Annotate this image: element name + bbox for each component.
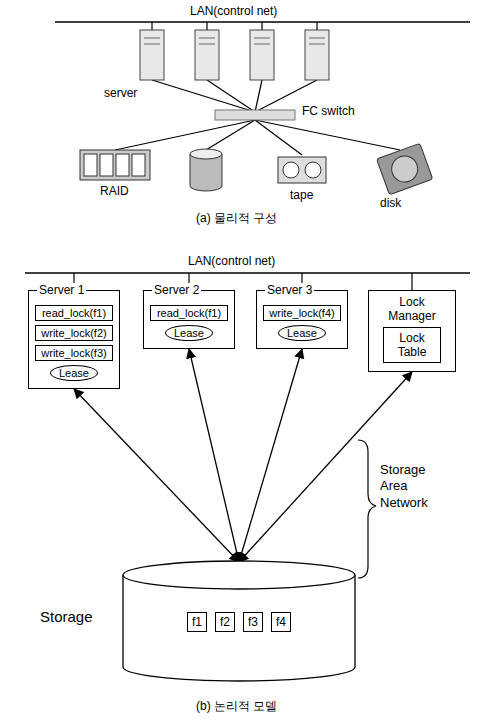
box-title: Server 1 bbox=[37, 283, 86, 297]
san-connector bbox=[74, 389, 239, 562]
server-slot bbox=[309, 44, 325, 45]
lock-box: read_lock(f1) bbox=[35, 305, 113, 321]
cylinder-top bbox=[123, 561, 355, 589]
fc-link bbox=[206, 120, 255, 150]
server-icons bbox=[140, 30, 329, 80]
lan-drop bbox=[261, 22, 262, 30]
server-icon bbox=[250, 30, 274, 80]
drum-top bbox=[190, 149, 222, 159]
fc-link bbox=[255, 120, 400, 150]
raid-body bbox=[80, 150, 150, 180]
raid-slot bbox=[116, 154, 129, 176]
node-text: write_lock(f4) bbox=[269, 307, 334, 319]
server-slot bbox=[254, 38, 270, 39]
part-label: LAN(control net) bbox=[190, 4, 277, 18]
san-connector bbox=[189, 349, 239, 562]
file-box: f2 bbox=[215, 612, 235, 632]
server-box: Server 2read_lock(f1)Lease bbox=[143, 290, 235, 349]
san-connector bbox=[239, 349, 302, 562]
lease-ellipse: Lease bbox=[165, 325, 213, 341]
tape-reel bbox=[305, 162, 321, 178]
server-slot bbox=[254, 44, 270, 45]
lock-box: write_lock(f4) bbox=[263, 305, 341, 321]
storage-label: Storage bbox=[40, 608, 93, 625]
node-text: read_lock(f1) bbox=[157, 307, 221, 319]
fc-link bbox=[207, 80, 255, 112]
server-box: Server 3write_lock(f4)Lease bbox=[256, 290, 348, 349]
cylinder-body bbox=[123, 575, 355, 681]
server-icon bbox=[195, 30, 219, 80]
part-label: server bbox=[104, 86, 137, 100]
tape-body bbox=[278, 157, 326, 183]
node-text: f1 bbox=[192, 615, 202, 629]
node-text: Lease bbox=[174, 327, 204, 339]
part-label: LAN(control net) bbox=[188, 254, 275, 268]
raid-slot bbox=[84, 154, 97, 176]
node-text: Lease bbox=[59, 367, 89, 379]
box-title: Server 3 bbox=[265, 283, 314, 297]
part-label: RAID bbox=[100, 184, 129, 198]
part-label: disk bbox=[380, 196, 401, 210]
box-title: Server 2 bbox=[152, 283, 201, 297]
server-slot bbox=[199, 38, 215, 39]
lease-ellipse: Lease bbox=[278, 325, 326, 341]
lock-manager-box: Lock ManagerLock Table bbox=[368, 290, 456, 372]
storage-cylinder: Storagef1f2f3f4 bbox=[122, 560, 356, 682]
raid-slot bbox=[132, 154, 145, 176]
server-icon bbox=[305, 30, 329, 80]
fc-link bbox=[255, 80, 262, 112]
drum-body bbox=[190, 154, 222, 191]
lan-drop bbox=[316, 22, 317, 30]
node-text: Lease bbox=[287, 327, 317, 339]
file-box: f4 bbox=[271, 612, 291, 632]
drum-icon bbox=[190, 149, 222, 191]
node-text: f4 bbox=[276, 615, 286, 629]
server-icon bbox=[140, 30, 164, 80]
lock-box: write_lock(f3) bbox=[35, 345, 113, 361]
san-brace bbox=[358, 440, 376, 578]
file-box: f1 bbox=[187, 612, 207, 632]
cylinder-outline bbox=[122, 560, 356, 682]
lease-ellipse: Lease bbox=[50, 365, 98, 381]
server-slot bbox=[309, 38, 325, 39]
file-box: f3 bbox=[243, 612, 263, 632]
lan-line bbox=[25, 272, 470, 274]
part-label: tape bbox=[290, 188, 313, 202]
lock-table-box: Lock Table bbox=[383, 327, 441, 363]
node-text: write_lock(f3) bbox=[41, 347, 106, 359]
lan-drop bbox=[151, 22, 152, 30]
node-text: f3 bbox=[248, 615, 258, 629]
server-box: Server 1read_lock(f1)write_lock(f2)write… bbox=[28, 290, 120, 389]
tape-reel bbox=[283, 162, 299, 178]
lock-box: read_lock(f1) bbox=[150, 305, 228, 321]
fc-link bbox=[152, 80, 255, 112]
fc-switch-icon bbox=[215, 110, 295, 120]
disk-icon bbox=[377, 143, 433, 194]
node-text: write_lock(f2) bbox=[41, 327, 106, 339]
tape-icon bbox=[278, 157, 326, 183]
lan-drop bbox=[206, 22, 207, 30]
server-slot bbox=[144, 38, 160, 39]
part-label: FC switch bbox=[302, 104, 355, 118]
node-text: f2 bbox=[220, 615, 230, 629]
lock-box: write_lock(f2) bbox=[35, 325, 113, 341]
node-text: Lock Table bbox=[398, 331, 427, 359]
node-text: read_lock(f1) bbox=[42, 307, 106, 319]
raid-slot bbox=[100, 154, 113, 176]
caption: (a) 물리적 구성 bbox=[196, 210, 277, 227]
lan-drop bbox=[411, 273, 412, 290]
server-slot bbox=[199, 44, 215, 45]
part-label: Storage Area Network bbox=[380, 462, 450, 511]
disk-platter bbox=[388, 152, 421, 185]
raid-icon bbox=[80, 150, 150, 180]
caption: (b) 논리적 모델 bbox=[196, 698, 277, 715]
disk-body bbox=[377, 143, 433, 194]
server-slot bbox=[144, 44, 160, 45]
box-title: Lock Manager bbox=[382, 295, 442, 323]
fc-link bbox=[115, 120, 255, 150]
